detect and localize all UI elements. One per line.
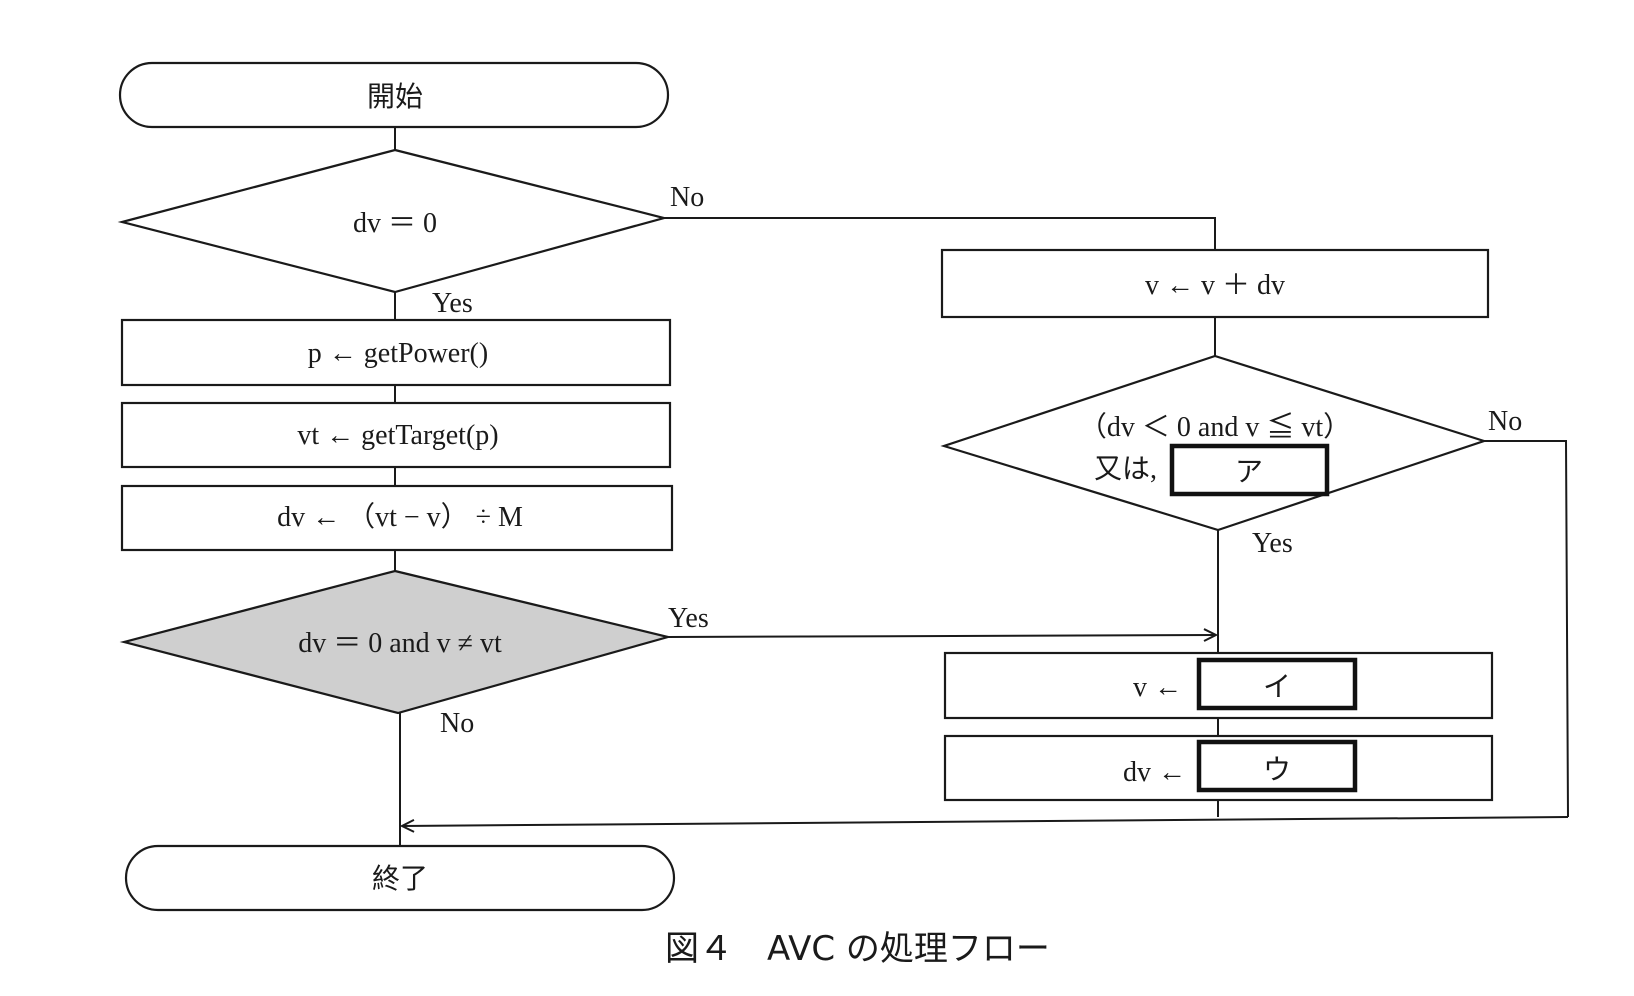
connector-merge-arrow [402,816,1569,826]
decision-reach-prefix: 又は, [1094,454,1157,485]
blank-a-label: ア [1235,457,1263,488]
start-label: 開始 [367,81,423,113]
connector-adjust-yes-arrow [667,635,1216,637]
blank-u-box[interactable] [1196,739,1358,793]
decision-reach-target [940,354,1488,532]
decision-adjust-highlighted [119,569,673,715]
edge-label-reach-yes: Yes [1252,528,1293,559]
assign-v-prefix: v ← [1133,672,1182,703]
figure-caption: 図４ AVC の処理フロー [665,929,1050,969]
connector-reach-no [1484,440,1569,818]
connectors [394,127,1569,846]
edge-label-dvzero-no: No [670,182,704,213]
process-get-target-label: vt ← getTarget(p) [297,420,498,451]
edge-label-adjust-no: No [440,708,474,739]
start-terminal [118,61,670,129]
process-get-power [120,318,672,387]
decision-dv-zero-label: dv ＝ 0 [353,208,437,239]
blank-i-box[interactable] [1196,657,1358,711]
blank-a-box[interactable] [1169,443,1330,497]
end-label: 終了 [372,863,428,895]
process-update-v-label: v ← v ＋ dv [1145,270,1285,301]
decision-reach-line1: （dv ＜ 0 and v ≦ vt） [1079,411,1351,443]
blank-u-label: ウ [1263,755,1291,786]
decision-dv-zero [117,148,669,294]
edge-label-reach-no: No [1488,406,1522,437]
process-calc-dv [120,484,674,552]
process-get-target [120,401,672,469]
assign-dv-prefix: dv ← [1123,757,1186,788]
process-get-power-label: p ← getPower() [308,338,488,369]
connector-dvzero-no-to-update [664,217,1216,250]
edge-label-adjust-yes: Yes [668,603,709,634]
process-calc-dv-label: dv ← （vt − v） ÷ M [277,501,523,533]
decision-adjust-label: dv ＝ 0 and v ≠ vt [298,628,502,659]
end-terminal [124,844,676,912]
edge-label-dvzero-yes: Yes [432,288,473,319]
process-update-v [940,248,1490,319]
blank-i-label: イ [1263,672,1291,703]
